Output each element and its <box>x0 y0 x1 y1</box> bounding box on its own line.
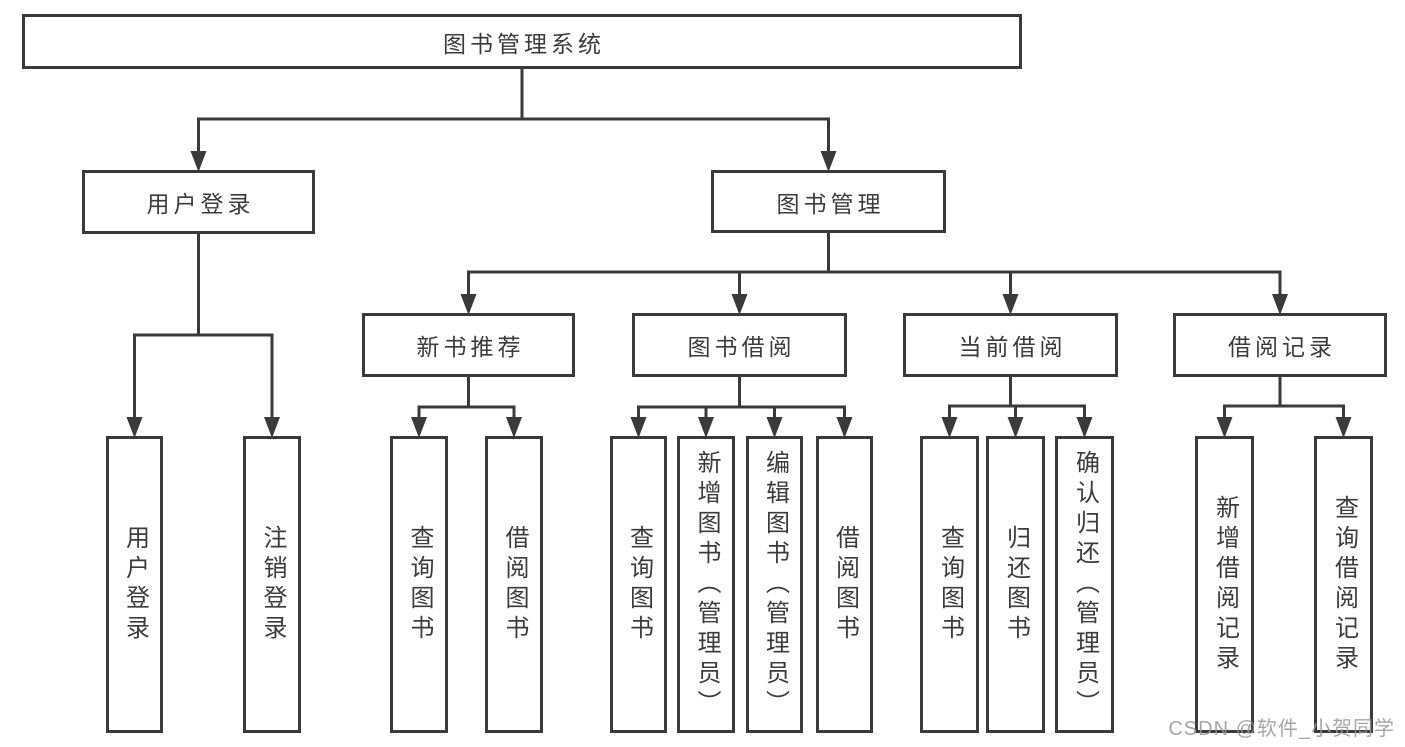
arrowhead-icon <box>1002 294 1019 315</box>
arrowhead-icon <box>411 417 427 438</box>
arrowhead-icon <box>1216 417 1233 438</box>
node-leaf-current-2: 归还图书 <box>986 436 1045 733</box>
node-label-leaf-borrow-2: 新增图书（管理员） <box>693 449 720 720</box>
node-leaf-borrow-1: 查询图书 <box>610 436 667 733</box>
node-label-login: 用户登录 <box>146 191 255 217</box>
node-leaf-borrow-4: 借阅图书 <box>816 436 873 733</box>
node-newbook: 新书推荐 <box>362 313 575 377</box>
arrowhead-icon <box>820 151 837 172</box>
node-label-mgmt: 图书管理 <box>776 190 885 217</box>
node-current: 当前借阅 <box>903 313 1118 377</box>
arrowhead-icon <box>1335 417 1352 438</box>
node-label-newbook: 新书推荐 <box>416 334 525 360</box>
node-borrow: 图书借阅 <box>632 313 847 377</box>
arrowhead-icon <box>460 294 477 315</box>
arrowhead-icon <box>836 417 853 438</box>
arrowhead-icon <box>731 294 748 315</box>
node-mgmt: 图书管理 <box>711 170 946 233</box>
arrowhead-icon <box>1076 417 1093 438</box>
arrowhead-icon <box>126 417 143 438</box>
node-leaf-newbook-1: 查询图书 <box>390 436 448 733</box>
node-leaf-login-1: 用户登录 <box>106 436 163 733</box>
node-label-leaf-login-2: 注销登录 <box>259 524 286 645</box>
watermark-text: CSDN @软件_小贺同学 <box>1168 718 1395 740</box>
arrowhead-icon <box>766 417 783 438</box>
node-leaf-borrow-2: 新增图书（管理员） <box>677 436 735 733</box>
node-label-leaf-login-1: 用户登录 <box>121 524 149 645</box>
node-leaf-current-3: 确认归还（管理员） <box>1055 436 1114 733</box>
arrowhead-icon <box>264 417 280 438</box>
node-label-root: 图书管理系统 <box>443 30 605 57</box>
arrowhead-icon <box>190 151 207 172</box>
arrowhead-icon <box>1007 417 1024 438</box>
node-leaf-records-1: 新增借阅记录 <box>1195 436 1254 733</box>
node-label-leaf-records-2: 查询借阅记录 <box>1330 494 1358 675</box>
node-label-leaf-records-1: 新增借阅记录 <box>1211 494 1239 675</box>
node-label-leaf-borrow-4: 借阅图书 <box>831 524 859 645</box>
node-leaf-current-1: 查询图书 <box>920 436 979 733</box>
node-label-leaf-current-1: 查询图书 <box>936 524 964 645</box>
node-label-leaf-current-2: 归还图书 <box>1002 524 1030 645</box>
arrowhead-icon <box>698 417 714 438</box>
node-label-records: 借阅记录 <box>1228 334 1336 360</box>
node-label-leaf-newbook-1: 查询图书 <box>406 524 433 645</box>
node-leaf-newbook-2: 借阅图书 <box>485 436 543 733</box>
node-label-leaf-borrow-3: 编辑图书（管理员） <box>761 449 789 720</box>
arrowhead-icon <box>941 417 958 438</box>
node-root: 图书管理系统 <box>22 14 1022 69</box>
node-label-current: 当前借阅 <box>958 334 1067 360</box>
arrowhead-icon <box>1272 294 1288 315</box>
node-leaf-records-2: 查询借阅记录 <box>1314 436 1373 733</box>
node-label-leaf-current-3: 确认归还（管理员） <box>1071 449 1099 720</box>
arrowhead-icon <box>630 417 647 438</box>
node-label-borrow: 图书借阅 <box>687 334 796 360</box>
node-login: 用户登录 <box>82 170 315 234</box>
node-label-leaf-borrow-1: 查询图书 <box>625 524 653 645</box>
node-leaf-borrow-3: 编辑图书（管理员） <box>746 436 803 733</box>
node-label-leaf-newbook-2: 借阅图书 <box>501 524 528 645</box>
node-leaf-login-2: 注销登录 <box>243 436 301 733</box>
arrowhead-icon <box>506 417 522 438</box>
node-records: 借阅记录 <box>1173 313 1387 377</box>
